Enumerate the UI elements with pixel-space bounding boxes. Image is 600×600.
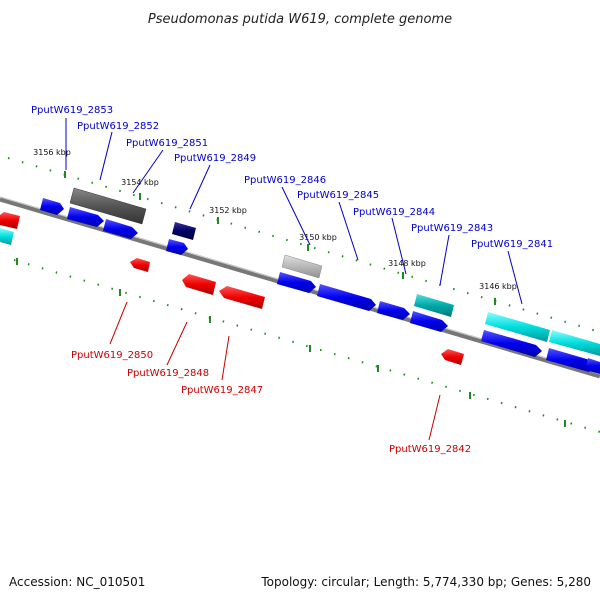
leader-2842	[428, 394, 441, 441]
leader-2852	[99, 131, 113, 181]
forward-gene-labels: PputW619_2853 PputW619_2852 PputW619_285…	[31, 105, 553, 250]
major-ticks	[16, 171, 566, 427]
gene-label[interactable]: PputW619_2853	[31, 105, 113, 116]
tick-label: 3146 kbp	[479, 282, 517, 291]
gene-label[interactable]: PputW619_2845	[297, 190, 379, 201]
gene-reverse-2850[interactable]	[130, 258, 150, 272]
gene-forward-2853[interactable]	[40, 198, 64, 215]
tick-label: 3156 kbp	[33, 148, 71, 157]
reverse-gene-labels: PputW619_2850 PputW619_2848 PputW619_284…	[71, 350, 471, 455]
gene-label[interactable]: PputW619_2846	[244, 175, 326, 186]
map-title: Pseudomonas putida W619, complete genome	[148, 12, 452, 27]
gene-forward-2846[interactable]	[277, 272, 316, 293]
tick-row-inner	[13, 259, 600, 433]
leader-2845	[338, 201, 359, 261]
gene-forward-2852b[interactable]	[103, 219, 138, 239]
tick-row-outer	[7, 157, 600, 333]
leader-2841	[507, 250, 523, 305]
feature-rna-2843[interactable]	[414, 294, 454, 317]
feature-pseudo-2852[interactable]	[69, 187, 147, 225]
gene-reverse-2847[interactable]	[219, 286, 265, 309]
gene-label[interactable]: PputW619_2850	[71, 350, 153, 361]
gene-label[interactable]: PputW619_2842	[389, 444, 471, 455]
gene-label[interactable]: PputW619_2843	[411, 223, 493, 234]
leader-2849	[189, 164, 211, 210]
leader-2850	[109, 301, 128, 345]
gene-forward-2849[interactable]	[166, 239, 188, 255]
genome-summary-text: Topology: circular; Length: 5,774,330 bp…	[260, 575, 591, 589]
gene-forward-2852a[interactable]	[67, 207, 104, 227]
gene-label[interactable]: PputW619_2851	[126, 138, 208, 149]
gene-forward-2841b[interactable]	[546, 348, 596, 372]
gene-label[interactable]: PputW619_2849	[174, 153, 256, 164]
feature-2851[interactable]	[172, 222, 196, 240]
gene-forward-2845[interactable]	[317, 284, 376, 311]
gene-forward-edge[interactable]	[585, 358, 600, 374]
reverse-leader-lines	[109, 301, 441, 441]
leader-2848	[166, 321, 188, 366]
feature-rna-left[interactable]	[0, 228, 14, 245]
gene-forward-2844[interactable]	[377, 301, 410, 320]
forward-leader-lines	[65, 118, 523, 305]
accession-text: Accession: NC_010501	[9, 575, 145, 589]
gene-reverse-2842[interactable]	[441, 349, 464, 365]
leader-2843	[439, 234, 450, 286]
feature-pseudo-2846[interactable]	[281, 254, 323, 279]
gene-label[interactable]: PputW619_2848	[127, 368, 209, 379]
leader-2844	[391, 217, 407, 275]
gene-label[interactable]: PputW619_2844	[353, 207, 435, 218]
leader-2847	[221, 335, 230, 381]
feature-rna-2841[interactable]	[485, 312, 550, 342]
tick-label: 3148 kbp	[388, 259, 426, 268]
tick-label: 3152 kbp	[209, 206, 247, 215]
gene-forward-2841a[interactable]	[481, 330, 542, 357]
gene-label[interactable]: PputW619_2847	[181, 385, 263, 396]
gene-label[interactable]: PputW619_2852	[77, 121, 159, 132]
gene-label[interactable]: PputW619_2841	[471, 239, 553, 250]
leader-2851	[132, 149, 164, 194]
tick-label: 3150 kbp	[299, 233, 337, 242]
gene-reverse-2848[interactable]	[182, 274, 216, 295]
gene-reverse-edge[interactable]	[0, 212, 20, 229]
leader-2846	[281, 186, 311, 246]
gene-forward-2843[interactable]	[410, 311, 448, 332]
feature-rna-right[interactable]	[549, 330, 600, 356]
